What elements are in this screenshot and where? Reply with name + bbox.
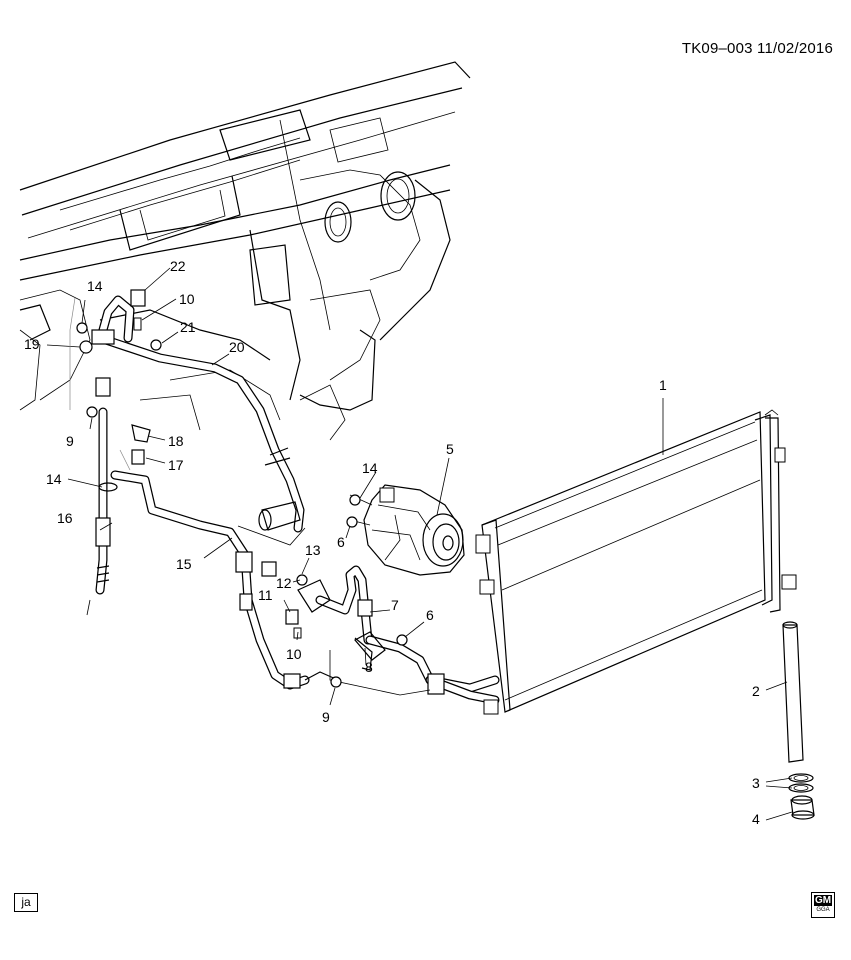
callout-4: 4 <box>752 811 760 827</box>
callout-9b: 9 <box>322 709 330 725</box>
callout-10b: 10 <box>286 646 302 662</box>
callout-19: 19 <box>24 336 40 352</box>
condenser-lines <box>329 631 500 705</box>
callout-7: 7 <box>391 597 399 613</box>
callout-5: 5 <box>446 441 454 457</box>
leader-lines <box>46 267 793 821</box>
small-fittings <box>76 289 408 688</box>
callout-1: 1 <box>659 377 667 393</box>
callout-9a: 9 <box>66 433 74 449</box>
callout-20: 20 <box>229 339 245 355</box>
callout-6b: 6 <box>426 607 434 623</box>
callout-8: 8 <box>365 659 373 675</box>
compressor <box>349 484 465 576</box>
callout-18: 18 <box>168 433 184 449</box>
gm-logo: GM GGA <box>811 892 835 918</box>
callout-10a: 10 <box>179 291 195 307</box>
callout-13: 13 <box>305 542 321 558</box>
line-16 <box>86 407 111 616</box>
dryer-assembly <box>782 621 815 820</box>
callout-16: 16 <box>57 510 73 526</box>
callout-15: 15 <box>176 556 192 572</box>
callout-6a: 6 <box>337 534 345 550</box>
hose-7 <box>297 565 373 645</box>
callout-11: 11 <box>258 587 273 603</box>
condenser <box>475 409 797 715</box>
accumulator <box>237 501 306 546</box>
gm-logo-bottom: GGA <box>816 907 830 913</box>
callout-14b: 14 <box>46 471 62 487</box>
gm-logo-top: GM <box>814 895 832 906</box>
callout-14c: 14 <box>362 460 378 476</box>
hose-15 <box>110 470 339 690</box>
callout-22: 22 <box>170 258 186 274</box>
body-structure <box>19 61 471 441</box>
language-badge: ja <box>14 893 38 912</box>
callout-14a: 14 <box>87 278 103 294</box>
callout-17: 17 <box>168 457 184 473</box>
callout-2: 2 <box>752 683 760 699</box>
diagram-id-date: TK09–003 11/02/2016 <box>681 40 833 57</box>
callout-3: 3 <box>752 775 760 791</box>
callout-12: 12 <box>276 575 292 591</box>
hose-20 <box>91 295 305 533</box>
callout-21: 21 <box>180 319 196 335</box>
